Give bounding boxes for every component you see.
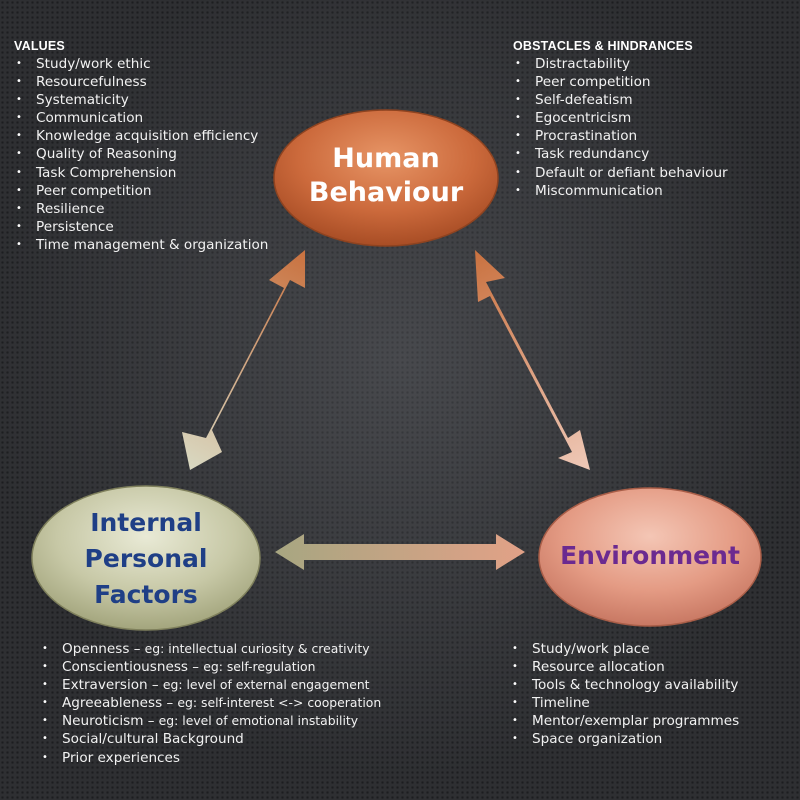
list-item: Miscommunication: [513, 182, 728, 200]
list-item: Study/work ethic: [14, 55, 268, 73]
list-item: Self-defeatism: [513, 91, 728, 109]
list-item: Default or defiant behaviour: [513, 164, 728, 182]
human-behaviour-ellipse: [273, 109, 499, 247]
environment-label: Environment: [560, 541, 740, 570]
list-item: Openness – eg: intellectual curiosity & …: [40, 640, 381, 658]
list-item: Extraversion – eg: level of external eng…: [40, 676, 381, 694]
list-item: Quality of Reasoning: [14, 145, 268, 163]
list-item: Task redundancy: [513, 145, 728, 163]
list-item: Task Comprehension: [14, 164, 268, 182]
obstacles-heading: OBSTACLES & HINDRANCES: [513, 39, 693, 53]
internal-factors-list: Openness – eg: intellectual curiosity & …: [40, 640, 381, 767]
values-heading: VALUES: [14, 39, 65, 53]
arrow-internal-environment: [275, 534, 525, 570]
list-item: Peer competition: [513, 73, 728, 91]
list-item: Tools & technology availability: [510, 676, 739, 694]
environment-factors-panel: Study/work place Resource allocation Too…: [510, 640, 739, 749]
list-item: Mentor/exemplar programmes: [510, 712, 739, 730]
environment-ellipse: [538, 487, 762, 627]
list-item: Peer competition: [14, 182, 268, 200]
list-item: Procrastination: [513, 127, 728, 145]
internal-factors-label: Internal Personal Factors: [84, 508, 208, 609]
list-item: Timeline: [510, 694, 739, 712]
values-panel: VALUES Study/work ethic Resourcefulness …: [14, 38, 268, 254]
internal-factors-panel: Openness – eg: intellectual curiosity & …: [40, 640, 381, 767]
list-item: Egocentricism: [513, 109, 728, 127]
human-behaviour-label: Human Behaviour: [308, 143, 464, 208]
list-item: Resourcefulness: [14, 73, 268, 91]
arrow-internal-human: [182, 250, 305, 470]
environment-factors-list: Study/work place Resource allocation Too…: [510, 640, 739, 749]
list-item: Resilience: [14, 200, 268, 218]
list-item: Conscientiousness – eg: self-regulation: [40, 658, 381, 676]
list-item: Systematicity: [14, 91, 268, 109]
list-item: Persistence: [14, 218, 268, 236]
list-item: Time management & organization: [14, 236, 268, 254]
internal-factors-ellipse: [31, 485, 261, 631]
list-item: Space organization: [510, 730, 739, 748]
list-item: Prior experiences: [40, 749, 381, 767]
list-item: Knowledge acquisition efficiency: [14, 127, 268, 145]
list-item: Social/cultural Background: [40, 730, 381, 748]
list-item: Resource allocation: [510, 658, 739, 676]
list-item: Communication: [14, 109, 268, 127]
list-item: Agreeableness – eg: self-interest <-> co…: [40, 694, 381, 712]
obstacles-panel: OBSTACLES & HINDRANCES Distractability P…: [513, 38, 728, 200]
values-list: Study/work ethic Resourcefulness Systema…: [14, 55, 268, 254]
arrow-human-environment: [475, 250, 590, 470]
list-item: Neuroticism – eg: level of emotional ins…: [40, 712, 381, 730]
list-item: Study/work place: [510, 640, 739, 658]
obstacles-list: Distractability Peer competition Self-de…: [513, 55, 728, 200]
list-item: Distractability: [513, 55, 728, 73]
